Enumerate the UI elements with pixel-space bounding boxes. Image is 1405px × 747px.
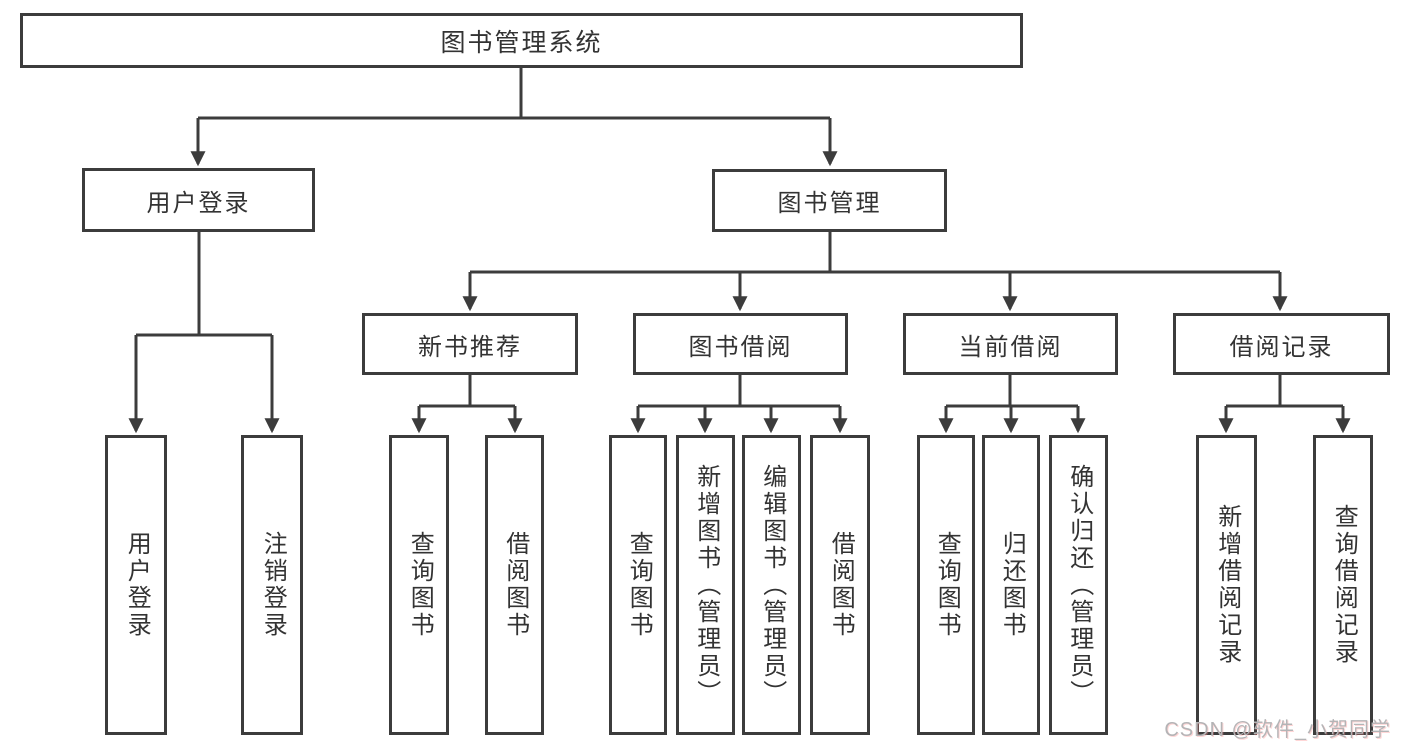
node-current-borrowing: 当前借阅 — [903, 313, 1118, 375]
leaf-confirm-return-admin: 确认归还（管理员） — [1049, 435, 1108, 735]
leaf-logout: 注销登录 — [241, 435, 303, 735]
leaf-add-borrow-record: 新增借阅记录 — [1196, 435, 1257, 735]
node-new-book-recommend: 新书推荐 — [362, 313, 578, 375]
leaf-borrow-books-recommend: 借阅图书 — [485, 435, 544, 735]
leaf-return-books: 归还图书 — [982, 435, 1040, 735]
leaf-edit-books-admin: 编辑图书（管理员） — [742, 435, 801, 735]
node-library-system: 图书管理系统 — [20, 13, 1023, 68]
leaf-add-books-admin: 新增图书（管理员） — [676, 435, 735, 735]
leaf-query-books-borrowing: 查询图书 — [609, 435, 667, 735]
leaf-query-books-recommend: 查询图书 — [389, 435, 449, 735]
leaf-query-books-current: 查询图书 — [917, 435, 975, 735]
leaf-user-login: 用户登录 — [105, 435, 167, 735]
node-user-login: 用户登录 — [82, 168, 315, 232]
leaf-query-borrow-record: 查询借阅记录 — [1313, 435, 1373, 735]
node-borrowing-records: 借阅记录 — [1173, 313, 1390, 375]
node-book-management: 图书管理 — [712, 169, 947, 232]
node-book-borrowing: 图书借阅 — [633, 313, 848, 375]
leaf-borrow-books-borrowing: 借阅图书 — [810, 435, 870, 735]
